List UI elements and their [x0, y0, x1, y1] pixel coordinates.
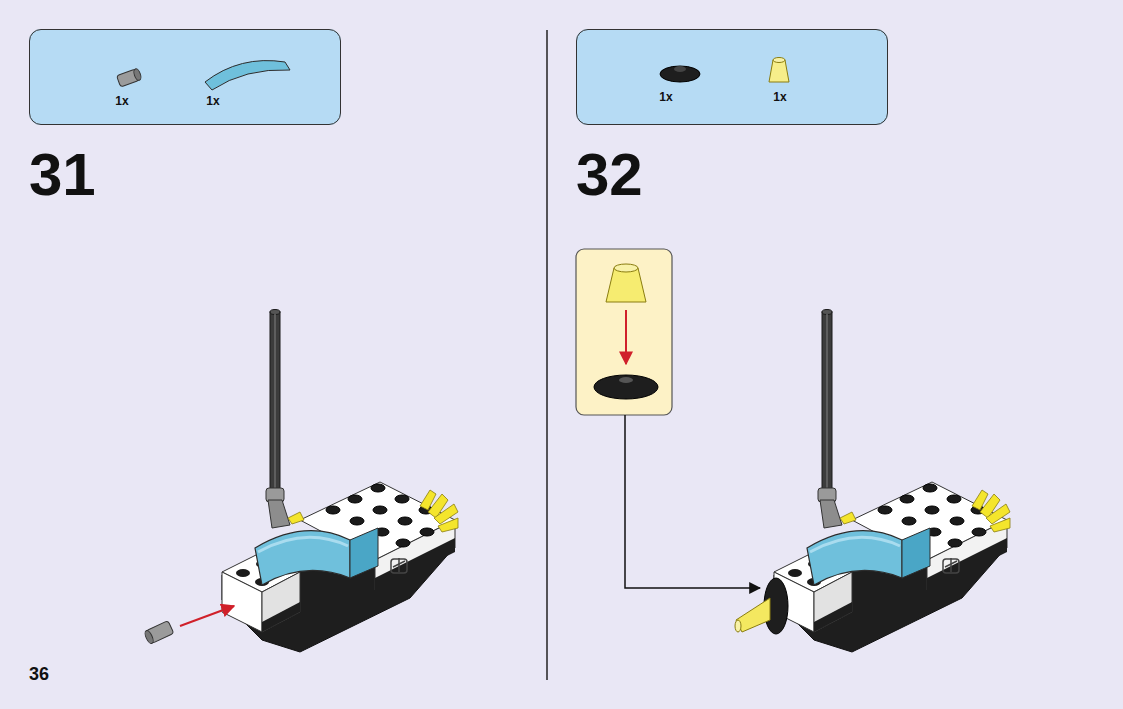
- part-quantity: 1x: [773, 90, 786, 104]
- part-quantity: 1x: [206, 94, 219, 108]
- parts-list-box: 1x 1x: [576, 29, 888, 125]
- part-quantity: 1x: [659, 90, 672, 104]
- step-number: 32: [576, 145, 643, 205]
- part-quantity: 1x: [115, 94, 128, 108]
- page-number: 36: [29, 665, 49, 683]
- step-number: 31: [29, 145, 96, 205]
- parts-list-box: 1x 1x: [29, 29, 341, 125]
